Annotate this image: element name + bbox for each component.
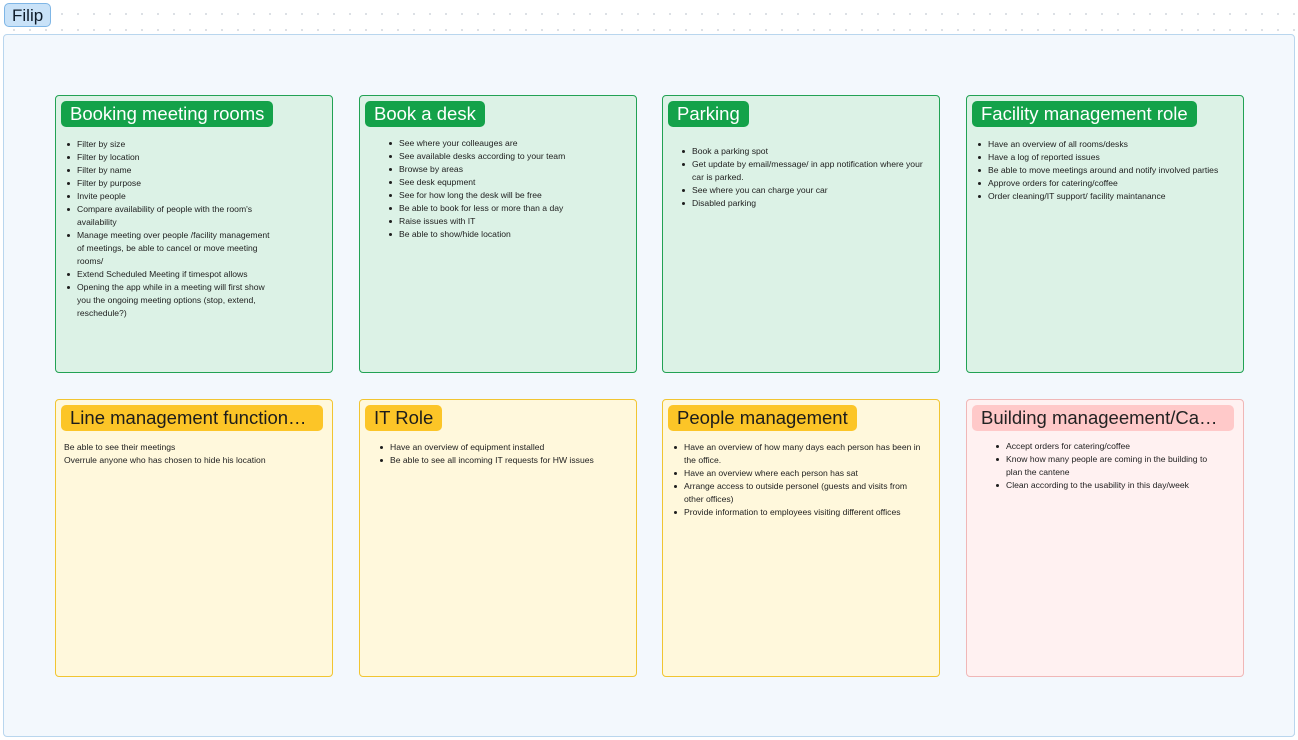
list-item: Know how many people are coming in the b…: [993, 453, 1223, 479]
card-body: Accept orders for catering/coffee Know h…: [993, 440, 1223, 492]
card-body: Have an overview of equipment installed …: [377, 441, 632, 467]
sticky-it-role[interactable]: IT Role Have an overview of equipment in…: [359, 399, 637, 677]
list-item: See for how long the desk will be free: [386, 189, 628, 202]
bullet-list: Have an overview of all rooms/desks Have…: [975, 138, 1239, 203]
card-body: Book a parking spot Get update by email/…: [679, 145, 925, 210]
list-item: Disabled parking: [679, 197, 925, 210]
list-item: Clean according to the usability in this…: [993, 479, 1223, 492]
sticky-line-management[interactable]: Line management functional... Be able to…: [55, 399, 333, 677]
card-title: Facility management role: [972, 101, 1197, 127]
list-item: Compare availability of people with the …: [64, 203, 272, 229]
card-body: Have an overview of all rooms/desks Have…: [975, 138, 1239, 203]
list-item: Arrange access to outside personel (gues…: [671, 480, 927, 506]
card-title: Building manageement/Cant...: [972, 405, 1234, 431]
frame-label[interactable]: Filip: [4, 3, 52, 27]
list-item: Filter by size: [64, 138, 272, 151]
list-item: Get update by email/message/ in app noti…: [679, 158, 925, 184]
list-item: Be able to show/hide location: [386, 228, 628, 241]
list-item: Have a log of reported issues: [975, 151, 1239, 164]
card-title: People management: [668, 405, 857, 431]
text-line: Overrule anyone who has chosen to hide h…: [64, 455, 266, 465]
list-item: Have an overview of all rooms/desks: [975, 138, 1239, 151]
list-item: Invite people: [64, 190, 272, 203]
list-item: Extend Scheduled Meeting if timespot all…: [64, 268, 272, 281]
sticky-book-a-desk[interactable]: Book a desk See where your colleauges ar…: [359, 95, 637, 373]
sticky-building-management[interactable]: Building manageement/Cant... Accept orde…: [966, 399, 1244, 677]
list-item: Have an overview of how many days each p…: [671, 441, 927, 467]
list-item: See available desks according to your te…: [386, 150, 628, 163]
sticky-parking[interactable]: Parking Book a parking spot Get update b…: [662, 95, 940, 373]
sticky-booking-meeting-rooms[interactable]: Booking meeting rooms Filter by size Fil…: [55, 95, 333, 373]
text-line: Be able to see their meetings: [64, 442, 176, 452]
card-title: IT Role: [365, 405, 443, 431]
list-item: Be able to move meetings around and noti…: [975, 164, 1239, 177]
card-body: Be able to see their meetings Overrule a…: [64, 441, 324, 467]
list-item: Filter by purpose: [64, 177, 272, 190]
list-item: Manage meeting over people /facility man…: [64, 229, 272, 268]
list-item: Raise issues with IT: [386, 215, 628, 228]
bullet-list: Filter by size Filter by location Filter…: [64, 138, 272, 320]
card-body: Filter by size Filter by location Filter…: [64, 138, 272, 320]
bullet-list: See where your colleauges are See availa…: [386, 137, 628, 241]
list-item: Be able to see all incoming IT requests …: [377, 454, 632, 467]
list-item: Filter by name: [64, 164, 272, 177]
card-body: Have an overview of how many days each p…: [671, 441, 927, 519]
list-item: Have an overview where each person has s…: [671, 467, 927, 480]
bullet-list: Have an overview of equipment installed …: [377, 441, 632, 467]
sticky-facility-management-role[interactable]: Facility management role Have an overvie…: [966, 95, 1244, 373]
list-item: Order cleaning/IT support/ facility main…: [975, 190, 1239, 203]
bullet-list: Have an overview of how many days each p…: [671, 441, 927, 519]
list-item: Browse by areas: [386, 163, 628, 176]
list-item: Filter by location: [64, 151, 272, 164]
list-item: See where you can charge your car: [679, 184, 925, 197]
list-item: See desk equpment: [386, 176, 628, 189]
list-item: See where your colleauges are: [386, 137, 628, 150]
bullet-list: Accept orders for catering/coffee Know h…: [993, 440, 1223, 492]
card-body: See where your colleauges are See availa…: [386, 137, 628, 241]
list-item: Have an overview of equipment installed: [377, 441, 632, 454]
list-item: Accept orders for catering/coffee: [993, 440, 1223, 453]
list-item: Provide information to employees visitin…: [671, 506, 927, 519]
list-item: Approve orders for catering/coffee: [975, 177, 1239, 190]
list-item: Be able to book for less or more than a …: [386, 202, 628, 215]
card-title: Parking: [668, 101, 749, 127]
bullet-list: Book a parking spot Get update by email/…: [679, 145, 925, 210]
card-title: Book a desk: [365, 101, 485, 127]
list-item: Opening the app while in a meeting will …: [64, 281, 272, 320]
card-title: Line management functional...: [61, 405, 323, 431]
sticky-people-management[interactable]: People management Have an overview of ho…: [662, 399, 940, 677]
list-item: Book a parking spot: [679, 145, 925, 158]
card-title: Booking meeting rooms: [61, 101, 274, 127]
